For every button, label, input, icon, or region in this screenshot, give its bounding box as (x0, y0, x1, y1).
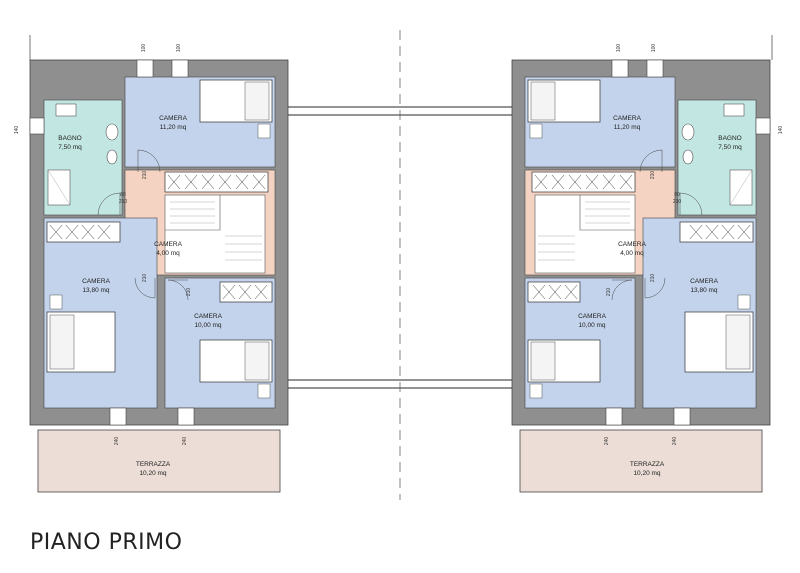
label-bagno-name: BAGNO (718, 135, 741, 142)
dim-window-top-1: 100 (616, 44, 622, 53)
dim-door-bagno-h: 210 (673, 199, 682, 205)
label-terrazza-area: 10,20 mq (633, 470, 660, 477)
bath-toilet (105, 123, 119, 141)
dim-window-bagno: 140 (778, 126, 784, 135)
floor-title: PIANO PRIMO (30, 530, 183, 555)
label-camera-13-area: 13,80 mq (82, 287, 109, 294)
dim-door-bagno-h: 210 (119, 199, 128, 205)
dim-window-top-2: 100 (651, 44, 657, 53)
unit-left: CAMERA 11,20 mq BAGNO 7,50 mq CAMERA 4,0… (14, 44, 289, 493)
dim-terrace-door-1: 240 (114, 437, 120, 446)
unit-right (511, 59, 771, 493)
dim-door-camera-13: 210 (650, 274, 656, 283)
door-swings (97, 149, 189, 301)
label-camera-hall-area: 4,00 mq (620, 250, 644, 257)
label-camera-11-name: CAMERA (613, 115, 641, 122)
dim-terrace-door-2: 240 (672, 437, 678, 446)
label-terrazza-name: TERRAZZA (136, 461, 171, 468)
dim-terrace-door-1: 240 (604, 437, 610, 446)
dim-terrace-door-2: 240 (182, 437, 188, 446)
label-camera-hall-area: 4,00 mq (156, 250, 180, 257)
label-camera-13-name: CAMERA (82, 278, 110, 285)
label-bagno-area: 7,50 mq (58, 144, 82, 151)
unit-right-labels: CAMERA 11,20 mq BAGNO 7,50 mq CAMERA 4,0… (578, 44, 784, 477)
label-camera-10-area: 10,00 mq (194, 322, 221, 329)
label-terrazza-name: TERRAZZA (630, 461, 665, 468)
stair-treads (170, 201, 262, 261)
bath-bidet (106, 149, 118, 165)
dim-window-top-1: 100 (141, 44, 147, 53)
dim-door-camera-13: 210 (142, 274, 148, 283)
label-camera-13-area: 13,80 mq (690, 287, 717, 294)
label-bagno-area: 7,50 mq (718, 144, 742, 151)
dim-door-camera-10: 210 (186, 288, 192, 297)
dim-door-bagno: 80 (120, 192, 126, 198)
dim-door-bagno: 80 (674, 192, 680, 198)
label-camera-10-area: 10,00 mq (578, 322, 605, 329)
label-camera-10-name: CAMERA (578, 313, 606, 320)
connecting-beams (288, 106, 512, 389)
staircase (164, 194, 266, 274)
dim-door-camera-10: 210 (606, 288, 612, 297)
label-camera-11-name: CAMERA (159, 115, 187, 122)
label-camera-11-area: 11,20 mq (614, 124, 641, 131)
wardrobe-right (219, 281, 273, 303)
terrace (37, 429, 281, 493)
label-camera-10-name: CAMERA (194, 313, 222, 320)
dim-window-bagno: 140 (14, 126, 20, 135)
bath-sink (55, 103, 77, 117)
dim-window-top-2: 100 (176, 44, 182, 53)
wardrobe-top (164, 171, 269, 193)
dim-door-camera: 210 (142, 171, 148, 180)
wardrobe-left (46, 221, 121, 243)
windows (29, 59, 195, 426)
label-camera-11-area: 11,20 mq (160, 124, 187, 131)
label-terrazza-area: 10,20 mq (139, 470, 166, 477)
terrace (519, 429, 763, 493)
dim-door-camera: 210 (650, 171, 656, 180)
label-camera-hall-name: CAMERA (618, 241, 646, 248)
label-camera-hall-name: CAMERA (154, 241, 182, 248)
label-bagno-name: BAGNO (58, 135, 81, 142)
label-camera-13-name: CAMERA (690, 278, 718, 285)
